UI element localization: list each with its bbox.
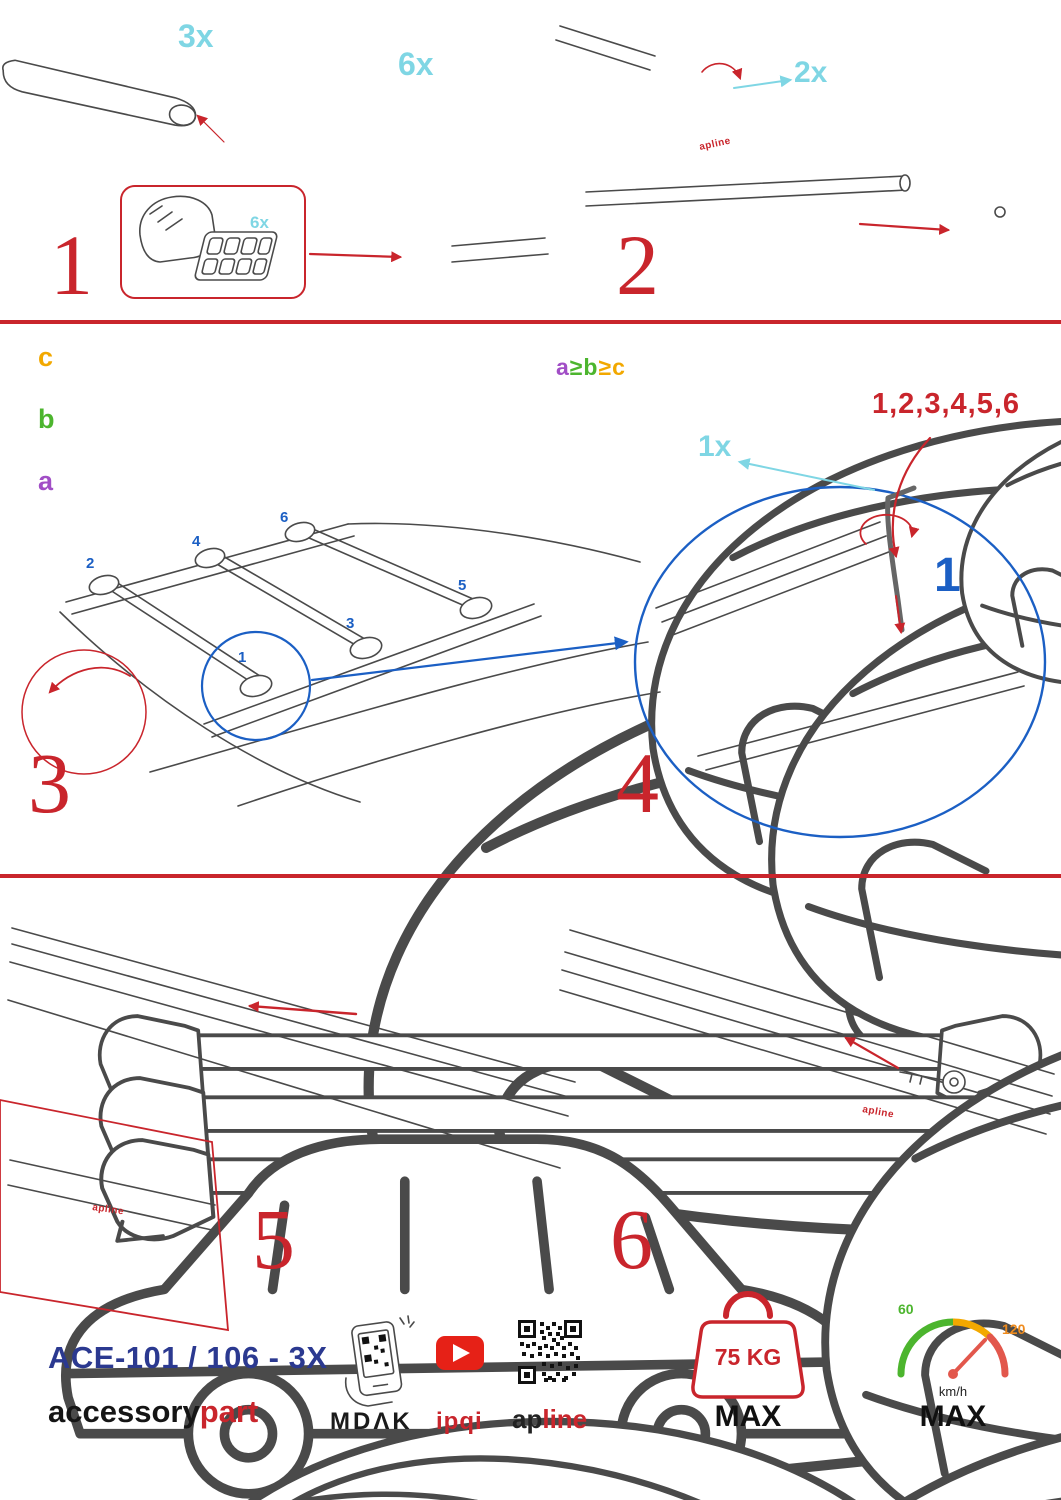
foot-quantity-label: 6x	[398, 46, 434, 82]
rule-a: a	[556, 354, 570, 380]
qty-pointer-arrow	[733, 75, 793, 89]
rule-ge1: ≥	[569, 354, 584, 380]
step2-illustration: apline	[555, 25, 1061, 1192]
lock-quantity-label: 2x	[794, 56, 828, 89]
key-insert-arrow	[844, 1036, 900, 1070]
model-number: ACE-101 / 106 - 3X	[48, 1340, 328, 1375]
brand-black: accessory	[48, 1394, 200, 1429]
apline-logo: apline	[512, 1406, 587, 1432]
detail-highlight-circle	[200, 630, 312, 742]
sequence-arrow	[888, 436, 932, 559]
section-divider	[0, 320, 1061, 324]
slide-in-arrow	[247, 1001, 358, 1016]
size-b-label: b	[38, 404, 55, 434]
lock-rotate-arrow	[701, 62, 743, 81]
step4-illustration	[633, 436, 1061, 1500]
speed-high-label: 120	[1002, 1321, 1026, 1337]
max-weight-value: 75 KG	[714, 1344, 782, 1370]
brand-red: part	[199, 1394, 259, 1429]
mdak-logo: MDΛK	[330, 1408, 413, 1435]
bar-quantity-label: 3x	[178, 18, 214, 54]
tool-quantity-label: 1x	[698, 430, 732, 463]
max-speed-label: MAX	[919, 1400, 987, 1433]
step6-illustration: apline	[559, 929, 1061, 1500]
first-position-callout: 1	[934, 549, 961, 602]
phone-scan-icon	[344, 1315, 415, 1407]
brand-watermark: apline	[861, 1104, 894, 1120]
speedometer-icon: 60 120 km/h	[897, 1301, 1026, 1399]
youtube-play-icon	[436, 1336, 484, 1370]
speed-unit-label: km/h	[939, 1384, 967, 1399]
tool-qty-arrow	[737, 458, 875, 491]
apline-red: line	[542, 1404, 588, 1434]
brand-watermark: apline	[698, 136, 731, 153]
position-5: 5	[458, 577, 467, 594]
size-c-label: c	[38, 342, 54, 372]
tighten-sequence-label: 1,2,3,4,5,6	[872, 388, 1021, 420]
crossbar-profile-drawing	[2, 59, 197, 127]
step5-number: 5	[252, 1191, 295, 1287]
bar-pointer-arrow	[196, 114, 225, 143]
step1-number: 1	[50, 217, 93, 313]
step5-illustration: apline	[0, 927, 1024, 1500]
play-triangle	[453, 1344, 470, 1362]
step6-number: 6	[610, 1191, 653, 1287]
detail-zoom-ellipse	[633, 485, 1047, 839]
speed-low-label: 60	[898, 1301, 914, 1317]
inset-to-foot-arrow	[308, 251, 403, 263]
roof-mounting-diagram	[59, 521, 661, 807]
gripped-bar-lines	[451, 237, 549, 263]
car-direction-inset	[21, 649, 863, 1495]
max-weight-icon	[691, 1291, 805, 1399]
pad-quantity-label: 6x	[250, 213, 269, 232]
size-a-label: a	[38, 466, 54, 496]
step1-inset	[120, 185, 403, 299]
size-order-rule: a≥b≥c	[556, 356, 626, 379]
step2-number: 2	[616, 217, 659, 313]
tighten-arrow	[894, 595, 906, 635]
position-2: 2	[86, 555, 95, 572]
rule-ge2: ≥	[598, 354, 613, 380]
key-rotate-arrow	[859, 513, 920, 545]
brand-logo: accessorypart	[48, 1396, 258, 1427]
step5-inset: apline	[0, 1099, 727, 1500]
step3-illustration	[21, 521, 1061, 1495]
qr-code-icon	[518, 1320, 582, 1384]
position-3: 3	[346, 615, 355, 632]
rule-b: b	[583, 354, 599, 380]
brand-watermark: apline	[92, 1202, 125, 1217]
apline-black: ap	[512, 1404, 543, 1434]
max-weight-label: MAX	[714, 1400, 782, 1433]
zoom-link-arrow	[310, 636, 629, 682]
step1-illustration	[2, 59, 1061, 1500]
rule-c: c	[612, 354, 626, 380]
position-1: 1	[238, 649, 247, 666]
step4-number: 4	[616, 735, 659, 831]
rubber-pad-drawing	[194, 231, 278, 281]
step3-number: 3	[28, 735, 71, 831]
cap-insert-arrow	[858, 222, 951, 235]
section-divider	[0, 874, 1061, 878]
key-drawing	[899, 1070, 966, 1094]
position-6: 6	[280, 509, 289, 526]
car-front-arrow	[48, 666, 131, 694]
ipqi-logo: ipqi	[436, 1408, 483, 1435]
position-4: 4	[192, 533, 201, 550]
gauge-needle	[951, 1338, 987, 1376]
